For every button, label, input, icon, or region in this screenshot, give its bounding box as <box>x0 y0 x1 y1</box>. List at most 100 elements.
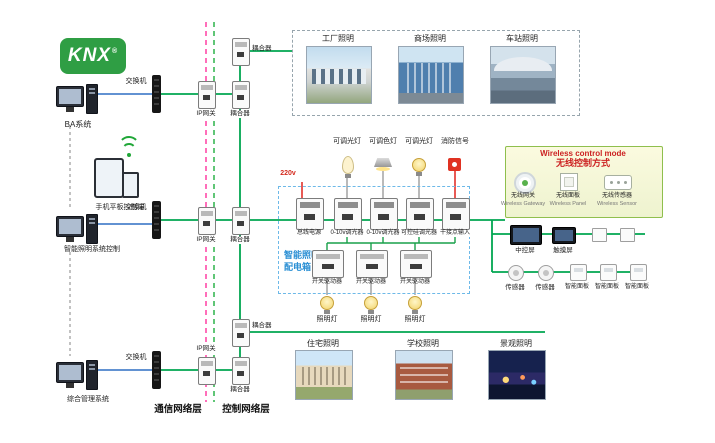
wall-panel-icon <box>620 228 635 242</box>
computer-management-system <box>56 360 98 392</box>
coupler-module <box>232 357 250 385</box>
switch-actuator-module <box>400 250 432 278</box>
ip-gateway-module <box>198 207 216 235</box>
triac-dimmer-module <box>406 198 434 230</box>
label-mobile-control: 手机平板控制端 <box>95 204 145 211</box>
label-ip-gateway-3: IP网关 <box>195 345 217 353</box>
dimmer-0-10v-module <box>370 198 398 230</box>
wifi-icon <box>118 136 140 158</box>
smart-panel-icon <box>570 264 587 281</box>
dimmable-bulb-icon <box>412 158 426 176</box>
label-communication-layer: 通信网络层 <box>154 404 202 415</box>
network-switch-icon <box>152 75 161 113</box>
label-switch-actuator-1: 开关驱动器 <box>311 279 343 285</box>
sensor-icon <box>508 265 524 281</box>
label-sensor-2: 传感器 <box>535 284 555 291</box>
monitor-icon <box>56 86 84 112</box>
photo-residential-lighting <box>295 350 353 400</box>
knx-logo: KNX® <box>60 38 126 74</box>
label-smart-panel-3: 智能面板 <box>624 284 650 290</box>
label-ba-system: BA系统 <box>64 120 92 129</box>
label-wireless-gateway-en: Wireless Gateway <box>500 201 546 207</box>
network-switch-icon <box>152 351 161 389</box>
label-wireless-gateway-zh: 无线网关 <box>510 193 536 199</box>
photo-factory-lighting <box>306 46 372 104</box>
tower-icon <box>86 214 98 244</box>
distribution-box-title-line2: 配电箱 <box>284 261 312 272</box>
wireless-title-en: Wireless control mode <box>540 149 626 158</box>
computer-lighting-control <box>56 214 98 246</box>
wireless-panel-icon <box>560 173 578 191</box>
network-switch-icon <box>152 201 161 239</box>
label-switch-1: 交换机 <box>125 78 147 85</box>
coupler-module <box>232 319 250 347</box>
coupler-module <box>232 38 250 66</box>
coupler-module <box>232 81 250 109</box>
wall-panel-icon <box>592 228 607 242</box>
label-switch-3: 交换机 <box>125 354 147 361</box>
lamp-glow-icon <box>376 167 390 171</box>
label-coupler-4: 耦合器 <box>252 322 272 329</box>
label-landscape-lighting: 景观照明 <box>500 339 532 348</box>
registered-mark: ® <box>111 47 119 55</box>
photo-station-lighting <box>490 46 556 104</box>
wireless-title-zh: 无线控制方式 <box>555 158 611 168</box>
label-lamp-1: 照明灯 <box>316 316 338 323</box>
label-management-system: 综合管理系统 <box>67 396 109 403</box>
smart-panel-icon <box>630 264 647 281</box>
distribution-box-title: 智能照明 配电箱 <box>284 250 320 273</box>
photo-school-lighting <box>395 350 453 400</box>
label-factory-lighting: 工厂照明 <box>322 34 354 43</box>
label-switch-2: 交换机 <box>125 204 147 211</box>
monitor-icon <box>56 216 84 242</box>
monitor-icon <box>56 362 84 388</box>
label-wireless-panel-zh: 无线面板 <box>555 193 581 199</box>
label-220v: 220v <box>280 170 296 177</box>
label-fire-signal: 消防信号 <box>441 138 469 145</box>
label-coupler-1: 耦合器 <box>252 45 272 52</box>
switch-actuator-module <box>356 250 388 278</box>
smart-panel-icon <box>600 264 617 281</box>
label-wireless-panel-en: Wireless Panel <box>549 201 587 207</box>
label-dimmer-2: 0-10v调光器 <box>365 230 401 238</box>
photo-landscape-lighting <box>488 350 546 400</box>
label-tunable-lamp: 可调色灯 <box>369 138 397 145</box>
fire-signal-icon <box>448 158 461 171</box>
coupler-module <box>232 207 250 235</box>
distribution-box <box>278 186 470 294</box>
top-scenes-box <box>292 30 580 116</box>
label-wireless-sensor-zh: 无线传感器 <box>601 193 633 199</box>
switch-actuator-module <box>312 250 344 278</box>
ip-gateway-module <box>198 357 216 385</box>
label-bus-power: 总线电源 <box>295 230 323 238</box>
label-mall-lighting: 商场照明 <box>414 34 446 43</box>
label-school-lighting: 学校照明 <box>407 339 439 348</box>
label-sensor-1: 传感器 <box>505 284 525 291</box>
label-control-layer: 控制网络层 <box>222 404 270 415</box>
central-screen-icon <box>510 225 542 245</box>
label-triac-dimmer: 可控硅调光器 <box>399 230 439 238</box>
tablet-icon <box>94 158 124 198</box>
label-dimmer-1: 0-10v调光器 <box>329 230 365 238</box>
label-coupler-2: 耦合器 <box>229 110 251 118</box>
touch-screen-icon <box>552 227 576 244</box>
knx-logo-text: KNX <box>67 45 111 66</box>
wireless-gateway-icon <box>514 172 536 194</box>
label-smart-panel-1: 智能面板 <box>564 284 590 290</box>
ip-gateway-module <box>198 81 216 109</box>
photo-mall-lighting <box>398 46 464 104</box>
label-ip-gateway-1: IP网关 <box>195 110 217 118</box>
phone-icon <box>122 172 139 198</box>
wireless-sensor-icon <box>604 175 632 190</box>
label-switch-actuator-2: 开关驱动器 <box>355 279 387 285</box>
label-dimmable-lamp-2: 可调光灯 <box>405 138 433 145</box>
label-wireless-sensor-en: Wireless Sensor <box>596 201 638 207</box>
dimmable-lamp-icon <box>342 156 354 178</box>
label-lamp-2: 照明灯 <box>360 316 382 323</box>
tunable-lamp-icon <box>374 158 392 167</box>
label-lighting-control: 智能照明系统控制 <box>64 246 120 253</box>
computer-ba-system <box>56 84 98 116</box>
binary-input-module <box>442 198 470 230</box>
bus-power-module <box>296 198 324 230</box>
